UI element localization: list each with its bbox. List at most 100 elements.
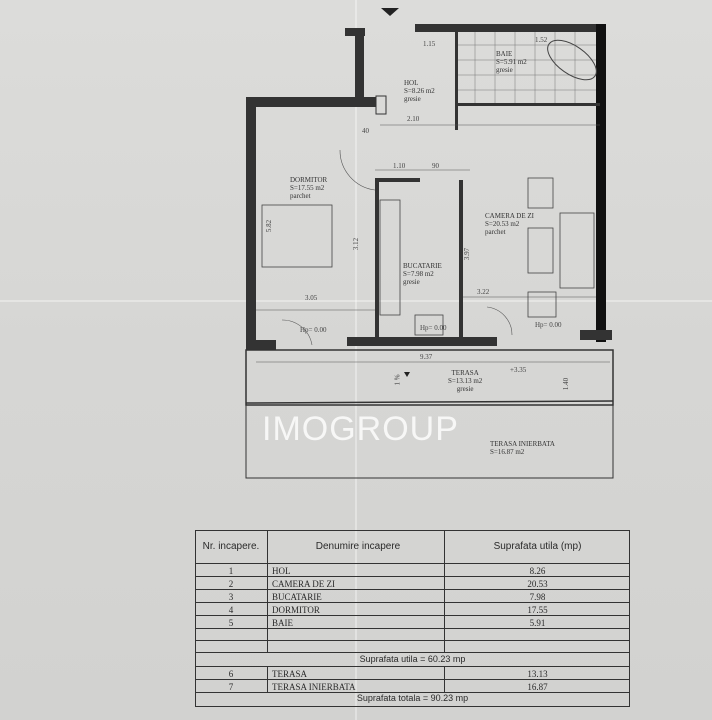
row-nr: 6 [195, 667, 268, 680]
room-terasa-inierbata: TERASA INIERBATA S=16.87 m2 [490, 440, 555, 456]
slope-arrow-icon [404, 372, 410, 377]
subtotal-text: Suprafata utila = 60.23 mp [359, 654, 466, 664]
room-area: S=17.55 m2 [290, 184, 325, 192]
table-row: 7 TERASA INIERBATA 16.87 [195, 679, 630, 693]
dimension-label: 3.05 [305, 294, 318, 302]
row-nr: 5 [195, 616, 268, 629]
room-name: TERASA [451, 369, 479, 377]
room-area: S=7.98 m2 [403, 270, 434, 278]
table-header: Nr. incapere. Denumire incapere Suprafat… [195, 530, 630, 563]
dimension-label: Hp= 0.00 [535, 321, 562, 329]
room-terasa: TERASA S=13.13 m2 gresie [448, 369, 482, 393]
subtotal-row: Suprafata utila = 60.23 mp [195, 652, 630, 667]
row-nr: 2 [195, 577, 268, 590]
room-floor: gresie [456, 385, 474, 393]
paper-fold [0, 300, 712, 302]
room-bucatarie: BUCATARIE S=7.98 m2 gresie [403, 262, 442, 286]
header-area: Suprafata utila (mp) [493, 541, 582, 552]
room-baie: BAIE S=5.91 m2 gresie [496, 50, 527, 74]
row-area: 5.91 [529, 617, 546, 628]
room-name: TERASA INIERBATA [490, 440, 555, 448]
dimension-label: 5.82 [265, 219, 274, 233]
watermark-logo: IMOGROUP [262, 410, 459, 448]
room-floor: gresie [404, 95, 421, 103]
north-arrow-icon [381, 8, 399, 16]
dimension-label: Hp= 0.00 [300, 326, 327, 334]
header-nr: Nr. incapere. [195, 530, 268, 563]
walls [246, 24, 612, 350]
room-name: BAIE [496, 50, 513, 58]
header-name: Denumire incapere [268, 530, 445, 563]
dimension-label: 1.40 [562, 377, 571, 391]
empty-cell [195, 641, 268, 653]
row-area: 16.87 [527, 681, 548, 692]
dimension-label: 1 % [393, 374, 402, 386]
table-row: 2 CAMERA DE ZI 20.53 [195, 576, 630, 590]
table-row-empty [195, 640, 630, 653]
room-area: S=20.53 m2 [485, 220, 520, 228]
empty-cell [268, 641, 445, 653]
row-name: TERASA [268, 667, 445, 680]
room-camera-de-zi: CAMERA DE ZI S=20.53 m2 parchet [485, 212, 534, 236]
bed-icon [261, 204, 333, 268]
row-nr: 1 [195, 564, 268, 577]
room-hol: HOL S=8.26 m2 gresie [404, 79, 435, 103]
bathtub-icon [547, 39, 597, 81]
table-row-empty [195, 628, 630, 641]
room-name: BUCATARIE [403, 262, 442, 270]
room-name: CAMERA DE ZI [485, 212, 534, 220]
room-floor: parchet [485, 228, 506, 236]
dimension-label: 90 [432, 162, 439, 170]
room-floor: gresie [403, 278, 420, 286]
room-dormitor: DORMITOR S=17.55 m2 parchet [290, 176, 327, 200]
room-name: HOL [404, 79, 419, 87]
table-border [195, 530, 630, 707]
table-row: 4 DORMITOR 17.55 [195, 602, 630, 616]
row-nr: 4 [195, 603, 268, 616]
paper-fold [355, 0, 357, 720]
empty-cell [268, 629, 445, 641]
row-name: BUCATARIE [268, 590, 445, 603]
row-area: 17.55 [527, 604, 548, 615]
dimension-label: 3.22 [477, 288, 490, 296]
dimension-label: 1.15 [423, 40, 436, 48]
dimension-label: +3.35 [510, 366, 527, 374]
dimension-label: Hp= 0.00 [420, 324, 447, 332]
room-floor: parchet [290, 192, 311, 200]
table-row: 5 BAIE 5.91 [195, 615, 630, 629]
row-area: 20.53 [527, 578, 548, 589]
room-area: S=16.87 m2 [490, 448, 525, 456]
dimension-label: 1.10 [393, 162, 406, 170]
row-area: 13.13 [527, 668, 548, 679]
row-name: HOL [268, 564, 445, 577]
row-name: DORMITOR [268, 603, 445, 616]
total-text: Suprafata totala = 90.23 mp [356, 693, 469, 703]
dimension-label: 1.52 [535, 36, 548, 44]
dimension-label: 40 [362, 127, 369, 135]
room-name: DORMITOR [290, 176, 328, 184]
table-row: 6 TERASA 13.13 [195, 666, 630, 680]
row-area: 7.98 [529, 591, 546, 602]
row-nr: 7 [195, 680, 268, 693]
row-nr: 3 [195, 590, 268, 603]
row-name: BAIE [268, 616, 445, 629]
table-row: 3 BUCATARIE 7.98 [195, 589, 630, 603]
total-row: Suprafata totala = 90.23 mp [195, 692, 630, 706]
row-area: 8.26 [529, 565, 546, 576]
area-table: Nr. incapere. Denumire incapere Suprafat… [195, 530, 630, 707]
row-name: TERASA INIERBATA [268, 680, 445, 693]
dimension-label: 9.37 [420, 353, 433, 361]
empty-cell [195, 629, 268, 641]
room-floor: gresie [496, 66, 513, 74]
row-name: CAMERA DE ZI [268, 577, 445, 590]
terasa-inierbata-outline [245, 404, 614, 479]
room-area: S=13.13 m2 [448, 377, 483, 385]
table-row: 1 HOL 8.26 [195, 563, 630, 577]
dimension-label: 3.97 [463, 247, 472, 261]
dimension-label: 3.12 [352, 237, 361, 251]
dimension-label: 2.10 [407, 115, 420, 123]
room-area: S=5.91 m2 [496, 58, 527, 66]
room-area: S=8.26 m2 [404, 87, 435, 95]
